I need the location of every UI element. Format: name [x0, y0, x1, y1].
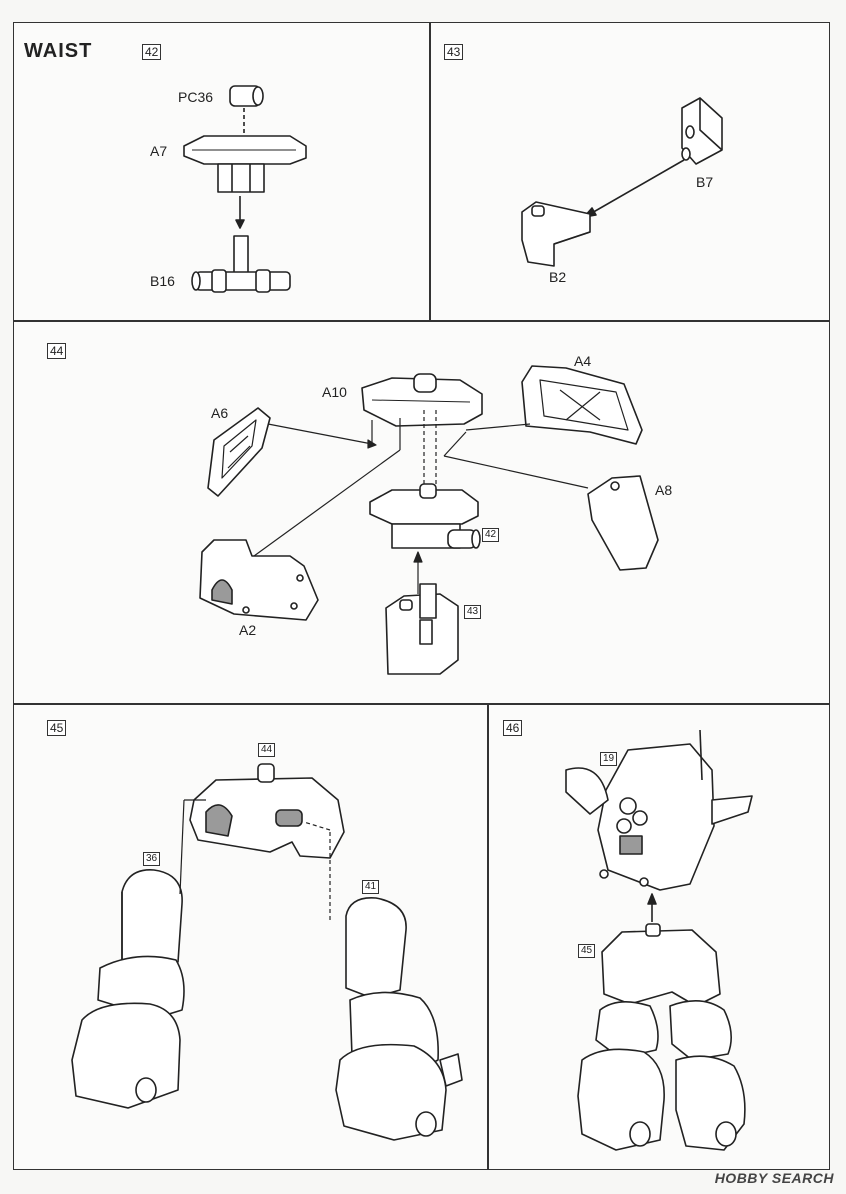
part-label-a10: A10	[322, 384, 347, 400]
step-44-tag: 44	[47, 343, 67, 359]
step-42-tag: 42	[142, 44, 162, 60]
ref-tag-44: 44	[258, 743, 276, 757]
part-label-b7: B7	[696, 174, 714, 190]
waist-core-part	[369, 483, 481, 549]
hip-block-part	[385, 583, 459, 675]
part-label-a2: A2	[239, 622, 257, 638]
divider-top-horizontal	[13, 320, 830, 322]
ref-tag-36: 36	[143, 852, 161, 866]
a2-part	[199, 539, 319, 621]
right-leg-part	[335, 897, 463, 1141]
a6-part	[207, 407, 271, 497]
ref-tag-42: 42	[482, 528, 500, 542]
ref-tag-19: 19	[600, 752, 618, 766]
waist-assembly-part	[189, 763, 345, 859]
step-46-tag: 46	[503, 720, 523, 736]
part-label-a4: A4	[574, 353, 592, 369]
part-label-b16: B16	[150, 273, 175, 289]
a4-part	[521, 365, 643, 445]
divider-top-vertical	[429, 22, 431, 320]
a10-part	[361, 373, 483, 427]
a8-part	[587, 475, 659, 571]
watermark: HOBBY SEARCH	[714, 1170, 834, 1186]
b7-part	[681, 97, 723, 165]
part-label-a6: A6	[211, 405, 229, 421]
b16-part	[191, 235, 291, 293]
part-label-b2: B2	[549, 269, 567, 285]
ref-tag-43: 43	[464, 605, 482, 619]
b2-part	[521, 201, 591, 267]
pc36-part	[229, 85, 264, 107]
part-label-pc36: PC36	[178, 89, 214, 105]
lower-body-part	[577, 923, 746, 1151]
torso-part	[565, 729, 753, 891]
ref-tag-45: 45	[578, 944, 596, 958]
step-45-tag: 45	[47, 720, 67, 736]
divider-middle-horizontal	[13, 703, 830, 705]
a7-part	[183, 135, 307, 193]
step-43-tag: 43	[444, 44, 464, 60]
section-title: WAIST	[24, 40, 93, 62]
ref-tag-41: 41	[362, 880, 380, 894]
left-leg-part	[71, 869, 185, 1109]
part-label-a8: A8	[655, 482, 673, 498]
part-label-a7: A7	[150, 143, 168, 159]
divider-bottom-vertical	[487, 703, 489, 1170]
